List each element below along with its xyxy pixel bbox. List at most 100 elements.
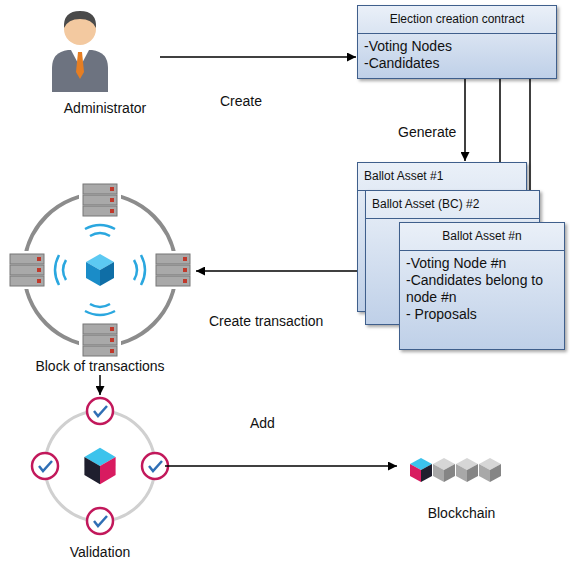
administrator-icon <box>64 11 96 28</box>
blockchain-icon <box>490 464 501 482</box>
blockchain-icon <box>467 464 478 482</box>
network-icon <box>152 251 194 289</box>
network-icon <box>86 254 114 286</box>
network-icon <box>10 265 44 275</box>
box-line: -Voting Node #n <box>406 255 558 272</box>
arrow-connector <box>165 465 397 467</box>
network-icon <box>110 349 114 353</box>
network-icon <box>83 206 117 216</box>
network-icon <box>110 187 114 191</box>
network-icon <box>85 225 115 229</box>
icon-caption: Administrator <box>50 100 160 117</box>
validation-icon <box>100 457 116 484</box>
box-heading: Ballot Asset (BC) #2 <box>366 191 539 219</box>
icon-caption: Block of transactions <box>5 358 195 375</box>
network-icon <box>6 251 48 289</box>
validation-icon <box>149 461 162 471</box>
network-icon <box>110 338 114 342</box>
validation-icon <box>94 406 107 416</box>
box-heading: Election creation contract <box>358 6 556 34</box>
network-icon <box>79 321 121 359</box>
icon-node: Blockchain <box>398 450 525 522</box>
box-line: -Voting Nodes <box>364 38 550 55</box>
network-icon <box>90 304 110 307</box>
icon-node: Block of transactions <box>5 178 195 375</box>
blockchain-icon <box>410 458 432 482</box>
icon-caption: Validation <box>35 544 165 561</box>
network-icon <box>83 184 117 194</box>
blockchain-icon <box>479 464 490 482</box>
validation-icon <box>87 398 113 424</box>
administrator-icon <box>52 11 108 92</box>
box-body: -Voting Nodes-Candidates <box>358 34 556 78</box>
network-icon <box>85 311 115 315</box>
validation-icon <box>39 461 52 471</box>
network-icon <box>83 324 117 334</box>
box-heading: Ballot Asset #1 <box>358 163 526 191</box>
network-icon <box>10 254 44 264</box>
network-icon <box>83 346 117 356</box>
edge-label: Add <box>248 415 277 432</box>
arrow-connector <box>160 56 356 58</box>
network-icon <box>183 257 187 261</box>
blockchain-icon <box>433 458 455 482</box>
validation-icon <box>94 516 107 526</box>
network-icon <box>79 181 121 219</box>
network-icon <box>83 195 117 205</box>
validation-icon <box>142 453 168 479</box>
network-icon <box>90 233 110 236</box>
arrow-connector <box>464 79 466 161</box>
network-icon <box>6 251 48 289</box>
validation-icon <box>84 457 100 484</box>
network-icon <box>6 181 194 359</box>
blockchain-icon <box>433 464 444 482</box>
icon-node: Validation <box>35 396 165 561</box>
network-icon <box>55 255 59 285</box>
network-icon <box>10 276 44 286</box>
network-icon <box>183 268 187 272</box>
contract-box: Ballot Asset #n-Voting Node #n-Candidate… <box>399 222 565 350</box>
box-body: -Voting Node #n-Candidates belong to nod… <box>400 251 564 329</box>
network-icon <box>110 198 114 202</box>
network-icon <box>156 254 190 264</box>
administrator-icon <box>76 52 84 79</box>
network-icon <box>79 181 121 219</box>
blockchain-icon <box>421 464 432 482</box>
network-icon <box>110 327 114 331</box>
network-icon <box>37 257 41 261</box>
validation-icon <box>32 398 168 534</box>
box-line: - Proposals <box>406 306 558 323</box>
icon-node: Administrator <box>50 5 160 117</box>
validation-icon <box>87 508 113 534</box>
box-heading: Ballot Asset #n <box>400 223 564 251</box>
validation-icon <box>32 453 58 479</box>
box-line: -Candidates belong to node #n <box>406 272 558 306</box>
network-icon <box>141 255 145 285</box>
icon-caption: Blockchain <box>398 505 525 522</box>
network-icon <box>55 225 145 315</box>
validation-icon <box>45 411 155 521</box>
validation-icon <box>87 398 113 424</box>
edge-label: Generate <box>396 124 458 141</box>
network-icon <box>100 262 114 286</box>
network-icon <box>79 321 121 359</box>
network-icon <box>37 279 41 283</box>
validation-icon <box>84 448 115 484</box>
administrator-icon <box>52 50 108 92</box>
box-line: -Candidates <box>364 55 550 72</box>
blockchain-icon <box>479 458 501 482</box>
arrow-connector <box>99 375 101 395</box>
blockchain-icon <box>456 458 478 482</box>
network-icon <box>183 279 187 283</box>
blockchain-icon <box>410 464 421 482</box>
network-icon <box>63 260 66 280</box>
network-icon <box>156 265 190 275</box>
blockchain-icon <box>456 464 467 482</box>
validation-icon <box>87 508 113 534</box>
network-icon <box>156 276 190 286</box>
blockchain-icon <box>410 458 501 482</box>
network-icon <box>152 251 194 289</box>
network-icon <box>86 262 100 286</box>
contract-box: Election creation contract-Voting Nodes-… <box>357 5 557 79</box>
